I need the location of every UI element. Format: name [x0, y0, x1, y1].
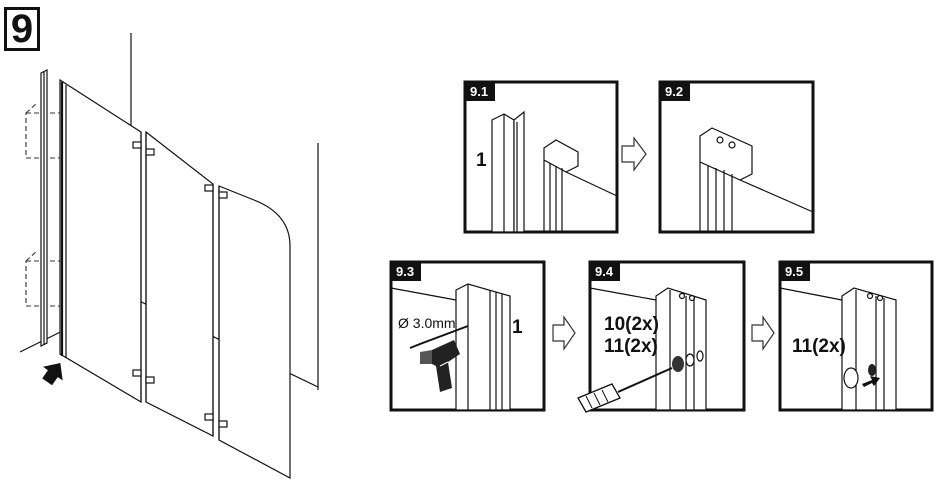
drill-icon — [409, 325, 469, 392]
panel-tag: 9.3 — [396, 264, 414, 279]
part-label: 1 — [476, 150, 487, 171]
assembled-profile — [841, 287, 897, 411]
drill-bit-size: Ø 3.0mm — [398, 315, 456, 331]
panel-tag: 9.2 — [665, 84, 683, 99]
assembled-profile — [655, 287, 707, 411]
cover-cap — [843, 364, 880, 389]
panel-tag: 9.1 — [470, 84, 488, 99]
hollow-arrow-right-icon — [552, 315, 576, 351]
hollow-arrow-right-icon — [621, 136, 647, 172]
panel-9-1: 9.1 1 — [463, 80, 619, 234]
hinge — [132, 369, 155, 384]
glass-panel-edge — [543, 139, 618, 232]
hinge — [132, 141, 155, 156]
screwdriver-icon — [577, 367, 673, 413]
part-label: 11(2x) — [792, 336, 846, 357]
panel-9-3: 9.3 1 Ø 3.0mm — [389, 260, 546, 412]
panel-9-5: 9.5 11(2x) — [778, 260, 934, 412]
solid-arrow-up-icon — [42, 362, 63, 386]
wall-profile — [491, 110, 525, 233]
wall-profile — [40, 69, 48, 347]
assembled-profile — [699, 127, 814, 232]
panel-9-4: 9.4 10(2x) 11(2x) — [577, 260, 746, 413]
wall-profile — [455, 283, 511, 411]
overview-illustration — [19, 33, 319, 480]
hollow-arrow-right-icon — [751, 315, 775, 351]
part-label: 10(2x) — [604, 314, 659, 335]
part-label: 1 — [512, 317, 523, 338]
part-label: 11(2x) — [604, 336, 658, 357]
screw — [672, 350, 704, 372]
panel-tag: 9.5 — [785, 264, 803, 279]
hinge — [204, 184, 228, 199]
panel-tag: 9.4 — [595, 264, 614, 279]
shower-screen — [59, 78, 291, 480]
panel-9-2: 9.2 — [658, 80, 815, 234]
step-number: 9 — [4, 7, 40, 51]
hinge — [204, 413, 228, 428]
